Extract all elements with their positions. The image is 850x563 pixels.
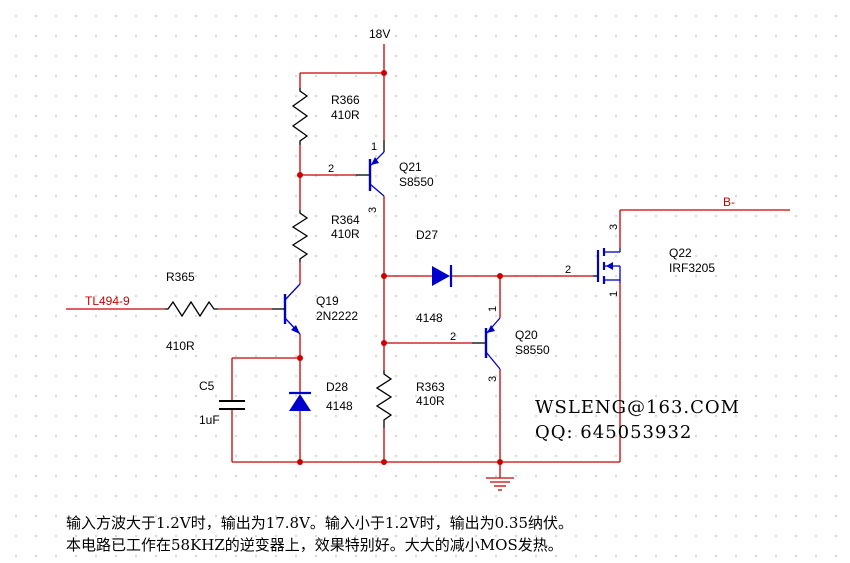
transistor-q20: 1 2 3 Q20 S8550 xyxy=(450,306,550,382)
description-line-1: 输入方波大于1.2V时，输出为17.8V。输入小于1.2V时，输出为0.35纳伏… xyxy=(66,514,574,532)
resistor-r363: R363 410R xyxy=(375,370,445,428)
r363-ref: R363 xyxy=(416,380,445,394)
junction-bottom-ground xyxy=(497,459,503,465)
description-line-2: 本电路已工作在58KHZ的逆变器上，效果特别好。大大的减小MOS发热。 xyxy=(66,536,563,554)
d28-ref: D28 xyxy=(326,380,348,394)
q21-value: S8550 xyxy=(399,175,434,189)
r365-ref: R365 xyxy=(166,270,195,284)
capacitor-c5: C5 1uF xyxy=(199,379,245,427)
q20-value: S8550 xyxy=(515,343,550,357)
q21-pin-3: 3 xyxy=(367,207,379,213)
q22-pin-1: 1 xyxy=(608,291,620,297)
d27-value: 4148 xyxy=(416,311,443,325)
q22-pin-2: 2 xyxy=(565,264,571,276)
junction-q21-base xyxy=(297,172,303,178)
r366-value: 410R xyxy=(331,108,360,122)
d27-ref: D27 xyxy=(416,228,438,242)
q21-pin-1: 1 xyxy=(371,141,377,153)
c5-value: 1uF xyxy=(199,413,220,427)
supply-label: 18V xyxy=(369,27,390,41)
r364-ref: R364 xyxy=(331,213,360,227)
q22-pin-3: 3 xyxy=(608,224,620,230)
junctions xyxy=(297,70,503,465)
q20-pin-2: 2 xyxy=(450,331,456,343)
junction-bottom-r363 xyxy=(381,459,387,465)
mosfet-q22: 3 2 1 Q22 IRF3205 xyxy=(565,224,715,297)
transistor-q19: Q19 2N2222 xyxy=(272,283,358,335)
resistor-r365: R365 410R xyxy=(165,270,218,353)
q20-ref: Q20 xyxy=(515,328,538,342)
q20-pin-3: 3 xyxy=(487,376,499,382)
transistor-q21: 1 2 3 Q21 S8550 xyxy=(328,140,434,213)
q19-ref: Q19 xyxy=(316,294,339,308)
junction-d27-anode xyxy=(381,273,387,279)
q21-ref: Q21 xyxy=(399,160,422,174)
q22-value: IRF3205 xyxy=(669,261,715,275)
junction-d27-cathode xyxy=(497,273,503,279)
q19-value: 2N2222 xyxy=(316,309,358,323)
r366-ref: R366 xyxy=(331,93,360,107)
diode-d28: D28 4148 xyxy=(289,380,353,413)
diode-d27: D27 4148 xyxy=(416,228,453,325)
d28-value: 4148 xyxy=(326,399,353,413)
c5-ref: C5 xyxy=(199,379,215,393)
r363-value: 410R xyxy=(416,394,445,408)
junction-q20-base xyxy=(381,340,387,346)
resistor-r364: R364 410R xyxy=(291,210,360,262)
ground-symbol xyxy=(486,477,514,491)
junction-supply xyxy=(381,70,387,76)
wires xyxy=(66,44,790,478)
r364-value: 410R xyxy=(331,227,360,241)
watermark-email: WSLENG@163.COM xyxy=(535,397,740,418)
r365-value: 410R xyxy=(166,339,195,353)
output-net-label: B- xyxy=(723,195,735,209)
junction-bottom-c5 xyxy=(297,459,303,465)
q20-pin-1: 1 xyxy=(487,306,499,312)
watermark-qq: QQ: 645053932 xyxy=(535,422,692,443)
input-net-label: TL494-9 xyxy=(85,294,130,308)
q21-pin-2: 2 xyxy=(328,163,334,175)
junction-q19-emitter xyxy=(297,355,303,361)
resistor-r366: R366 410R xyxy=(291,88,360,145)
q22-ref: Q22 xyxy=(669,246,692,260)
